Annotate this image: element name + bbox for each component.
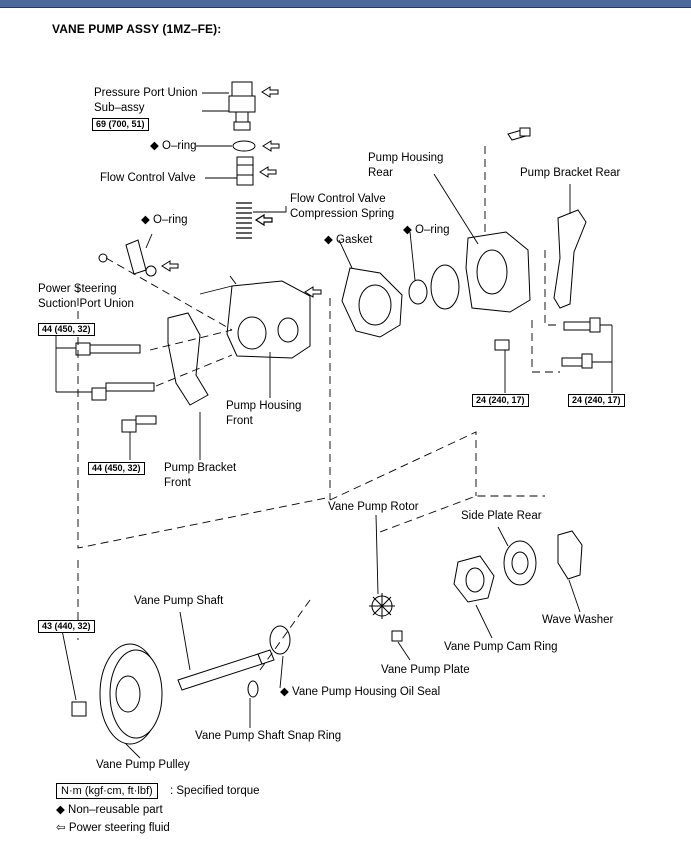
label-wave-washer: Wave Washer (542, 614, 614, 626)
torque-box-69: 69 (700, 51) (92, 118, 149, 131)
fluid-arrow-icon (262, 140, 280, 152)
o-ring-large-part (430, 264, 460, 310)
vane-pump-rotor-part (369, 593, 395, 619)
label-pressure-port-union: Pressure Port Union (94, 87, 198, 99)
torque-box-24-b: 24 (240, 17) (568, 394, 625, 407)
torque-box-44-b: 44 (450, 32) (88, 462, 145, 475)
window-top-bar (0, 0, 691, 7)
oil-seal-part (269, 625, 291, 655)
diagram-title: VANE PUMP ASSY (1MZ–FE): (52, 22, 222, 36)
legend-torque-text: : Specified torque (170, 785, 260, 797)
legend-torque-unit: N·m (kgf·cm, ft·lbf) (56, 783, 158, 799)
label-fcv-spring-2: Compression Spring (290, 208, 395, 220)
pump-bracket-rear-part (553, 209, 587, 309)
snap-ring-part (247, 680, 259, 698)
label-pump-housing-rear-2: Rear (368, 167, 393, 179)
label-vane-pump-shaft: Vane Pump Shaft (134, 595, 224, 607)
label-pump-housing-front-2: Front (226, 415, 253, 427)
bolts-rear-part (494, 317, 601, 369)
vane-pump-pulley-part (71, 643, 163, 745)
label-flow-control-valve: Flow Control Valve (100, 172, 196, 184)
label-pump-housing-rear-1: Pump Housing (368, 152, 444, 164)
leader-lines (55, 92, 613, 759)
torque-box-43: 43 (440, 32) (38, 620, 95, 633)
torque-box-44-a: 44 (450, 32) (38, 323, 95, 336)
window-top-bar-border (0, 7, 691, 8)
bolt-top-right-part (507, 127, 531, 141)
cam-ring-part (453, 555, 495, 603)
label-gasket: ◆ Gasket (324, 234, 373, 246)
label-vane-pump-plate: Vane Pump Plate (381, 664, 470, 676)
label-pump-bracket-front-2: Front (164, 477, 191, 489)
label-o-ring-3: ◆ O–ring (403, 224, 450, 236)
label-pump-bracket-front-1: Pump Bracket (164, 462, 237, 474)
label-o-ring-2: ◆ O–ring (141, 214, 188, 226)
assembly-dashed-lines (77, 146, 560, 671)
compression-spring-part (236, 202, 273, 239)
o-ring-1-part (232, 140, 256, 152)
label-suction-port-union: Suction Port Union (38, 298, 134, 310)
bolts-front-part (75, 342, 157, 433)
label-snap-ring: Vane Pump Shaft Snap Ring (195, 730, 342, 742)
label-vane-pump-rotor: Vane Pump Rotor (328, 501, 419, 513)
torque-box-24-a: 24 (240, 17) (472, 394, 529, 407)
label-pump-bracket-rear: Pump Bracket Rear (520, 167, 621, 179)
o-ring-small-part (408, 279, 428, 305)
label-vane-pump-pulley: Vane Pump Pulley (96, 759, 190, 771)
label-oil-seal: ◆ Vane Pump Housing Oil Seal (280, 686, 441, 698)
vane-pump-plate-part (391, 630, 403, 642)
wave-washer-part (557, 530, 583, 580)
pump-housing-rear-part (465, 231, 531, 313)
vane-pump-shaft-part (177, 649, 275, 691)
pressure-port-union-part (228, 81, 279, 131)
label-side-plate-rear: Side Plate Rear (461, 510, 542, 522)
legend-fluid: ⇦ Power steering fluid (56, 822, 170, 834)
label-power-steering: Power Steering (38, 283, 117, 295)
legend-non-reusable: ◆ Non–reusable part (56, 804, 163, 816)
pump-housing-front-part (226, 275, 322, 359)
side-plate-rear-part (503, 540, 537, 586)
gasket-part (341, 267, 403, 338)
label-vane-pump-cam-ring: Vane Pump Cam Ring (444, 641, 558, 653)
pump-bracket-front-part (167, 312, 209, 406)
label-o-ring-1: ◆ O–ring (150, 140, 197, 152)
flow-control-valve-part (236, 156, 277, 186)
label-pressure-port-subassy: Sub–assy (94, 102, 145, 114)
label-fcv-spring-1: Flow Control Valve (290, 193, 386, 205)
suction-port-union-part (98, 239, 179, 277)
label-pump-housing-front-1: Pump Housing (226, 400, 302, 412)
